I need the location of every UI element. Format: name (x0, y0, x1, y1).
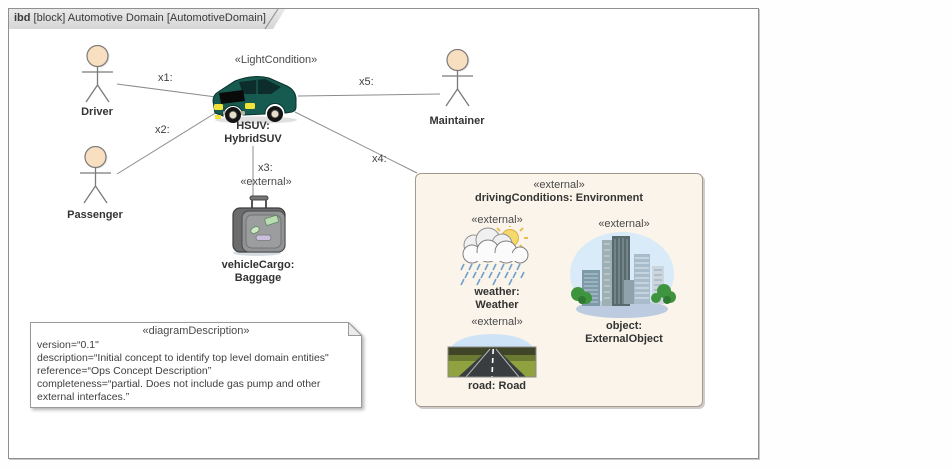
actor-icon-maintainer[interactable] (435, 49, 481, 109)
diagram-title: ibd [block] Automotive Domain [Automotiv… (14, 12, 266, 24)
actor-icon-passenger[interactable] (73, 146, 119, 206)
hsuv-stereotype: «LightCondition» (234, 54, 318, 66)
weather-icon[interactable] (450, 226, 542, 286)
note-line: version=“0.1" (37, 339, 99, 351)
cargo-stereotype: «external» (240, 176, 292, 188)
note-line: description=“Initial concept to identify… (37, 352, 329, 364)
connector-x3-label: x3: (258, 162, 273, 174)
connector-x1-label: x1: (158, 72, 173, 84)
note-line: reference=“Ops Concept Description” (37, 365, 212, 377)
weather-name-line2: Weather (475, 299, 519, 311)
object-name-line2: ExternalObject (585, 333, 663, 345)
actor-icon-driver[interactable] (75, 45, 121, 105)
object-name-line1: object: (605, 320, 643, 332)
actor-driver-label: Driver (81, 106, 113, 118)
environment-name: drivingConditions: Environment (474, 192, 644, 204)
hsuv-name-line2: HybridSUV (224, 133, 282, 145)
suitcase-icon[interactable] (225, 194, 293, 258)
weather-name-line1: weather: (474, 286, 520, 298)
cargo-name-line2: Baggage (234, 272, 282, 284)
note-fold-corner (348, 322, 363, 336)
diagram-frame-tab[interactable] (8, 8, 286, 29)
buildings-icon[interactable] (568, 230, 676, 322)
note-line: external interfaces.” (37, 391, 130, 403)
connector-x4-label: x4: (372, 153, 387, 165)
connector-x5-label: x5: (359, 76, 374, 88)
diagram-title-rest: [block] Automotive Domain [AutomotiveDom… (30, 12, 266, 24)
note[interactable]: «diagramDescription» version=“0.1" descr… (30, 322, 364, 410)
road-stereotype: «external» (471, 316, 523, 328)
weather-stereotype: «external» (471, 214, 523, 226)
object-stereotype: «external» (598, 218, 650, 230)
car-icon[interactable] (209, 71, 303, 125)
road-icon[interactable] (446, 331, 538, 379)
actor-passenger-label: Passenger (67, 209, 123, 221)
diagram-kind: ibd (14, 12, 31, 24)
actor-maintainer-label: Maintainer (429, 115, 485, 127)
environment-frame[interactable]: «external» drivingConditions: Environmen… (415, 173, 703, 407)
cargo-name-line1: vehicleCargo: (221, 259, 295, 271)
connector-x2-label: x2: (155, 124, 170, 136)
road-name: road: Road (467, 380, 527, 392)
environment-stereotype: «external» (533, 179, 585, 191)
note-stereotype: «diagramDescription» (142, 325, 250, 337)
note-shape (30, 322, 363, 408)
hsuv-name-line1: HSUV: (236, 120, 270, 132)
note-line: completeness=“partial. Does not include … (37, 378, 321, 390)
